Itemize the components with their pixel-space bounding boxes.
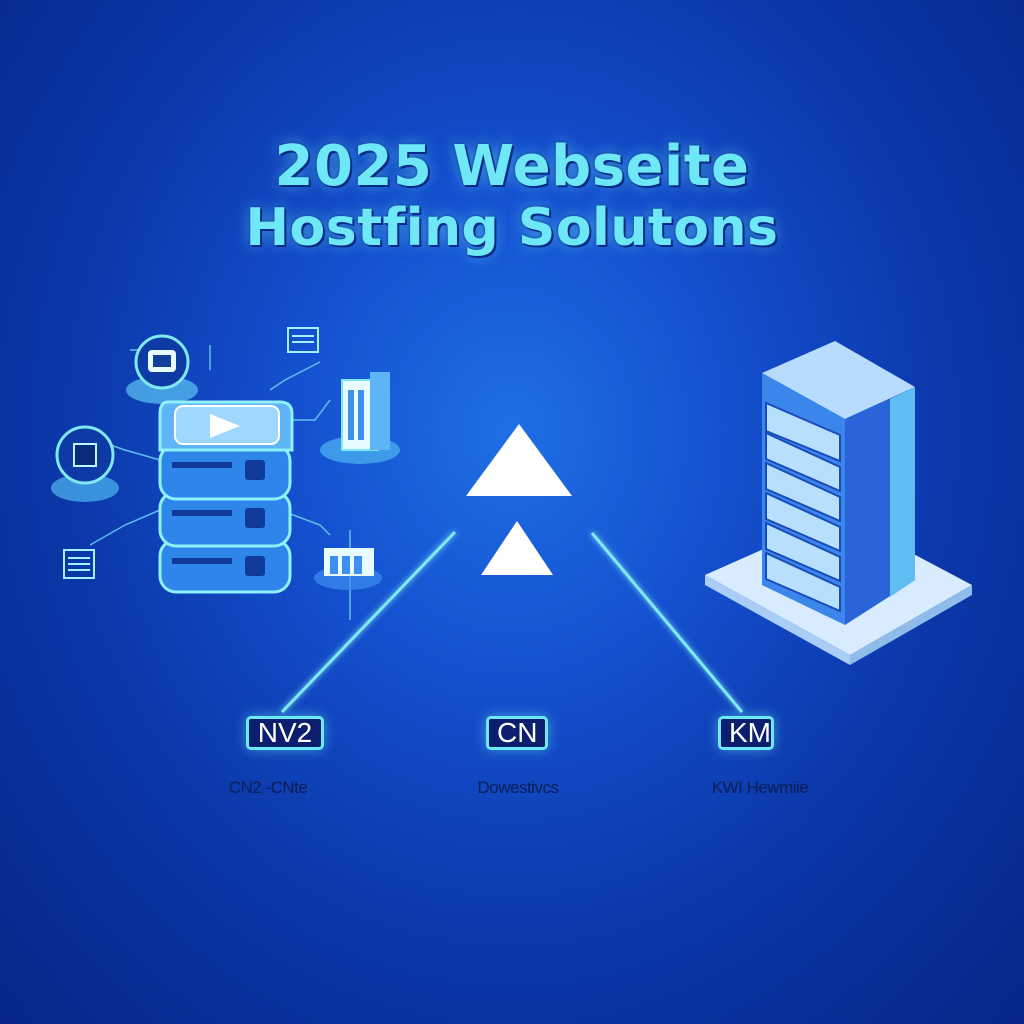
mini-server-icon bbox=[320, 372, 400, 464]
caption-left: CN2 -CNte bbox=[228, 778, 308, 797]
storage-boxes-icon bbox=[314, 548, 382, 590]
caption-center: Dowestivcs bbox=[477, 778, 559, 797]
arrow-up-icon-small bbox=[481, 521, 553, 575]
monitor-icon bbox=[126, 334, 198, 404]
caption-right: KWI Hewmiie bbox=[711, 778, 809, 797]
database-stack-icon bbox=[158, 400, 294, 594]
badge-cn: CN bbox=[486, 716, 548, 750]
document-icon bbox=[63, 327, 319, 579]
title-line-2: Hostfing Solutons bbox=[245, 198, 779, 258]
arrow-up-icon-large bbox=[466, 424, 572, 496]
database-stack-illustration bbox=[51, 327, 400, 620]
connector-line-right bbox=[590, 532, 744, 713]
gear-chip-icon bbox=[51, 425, 119, 502]
badge-km: KM bbox=[718, 716, 774, 750]
badge-nv2: NV2 bbox=[246, 716, 324, 750]
title-line-1: 2025 Webseite bbox=[274, 134, 750, 199]
server-rack-icon bbox=[705, 341, 972, 665]
connector-line-left bbox=[280, 530, 457, 714]
